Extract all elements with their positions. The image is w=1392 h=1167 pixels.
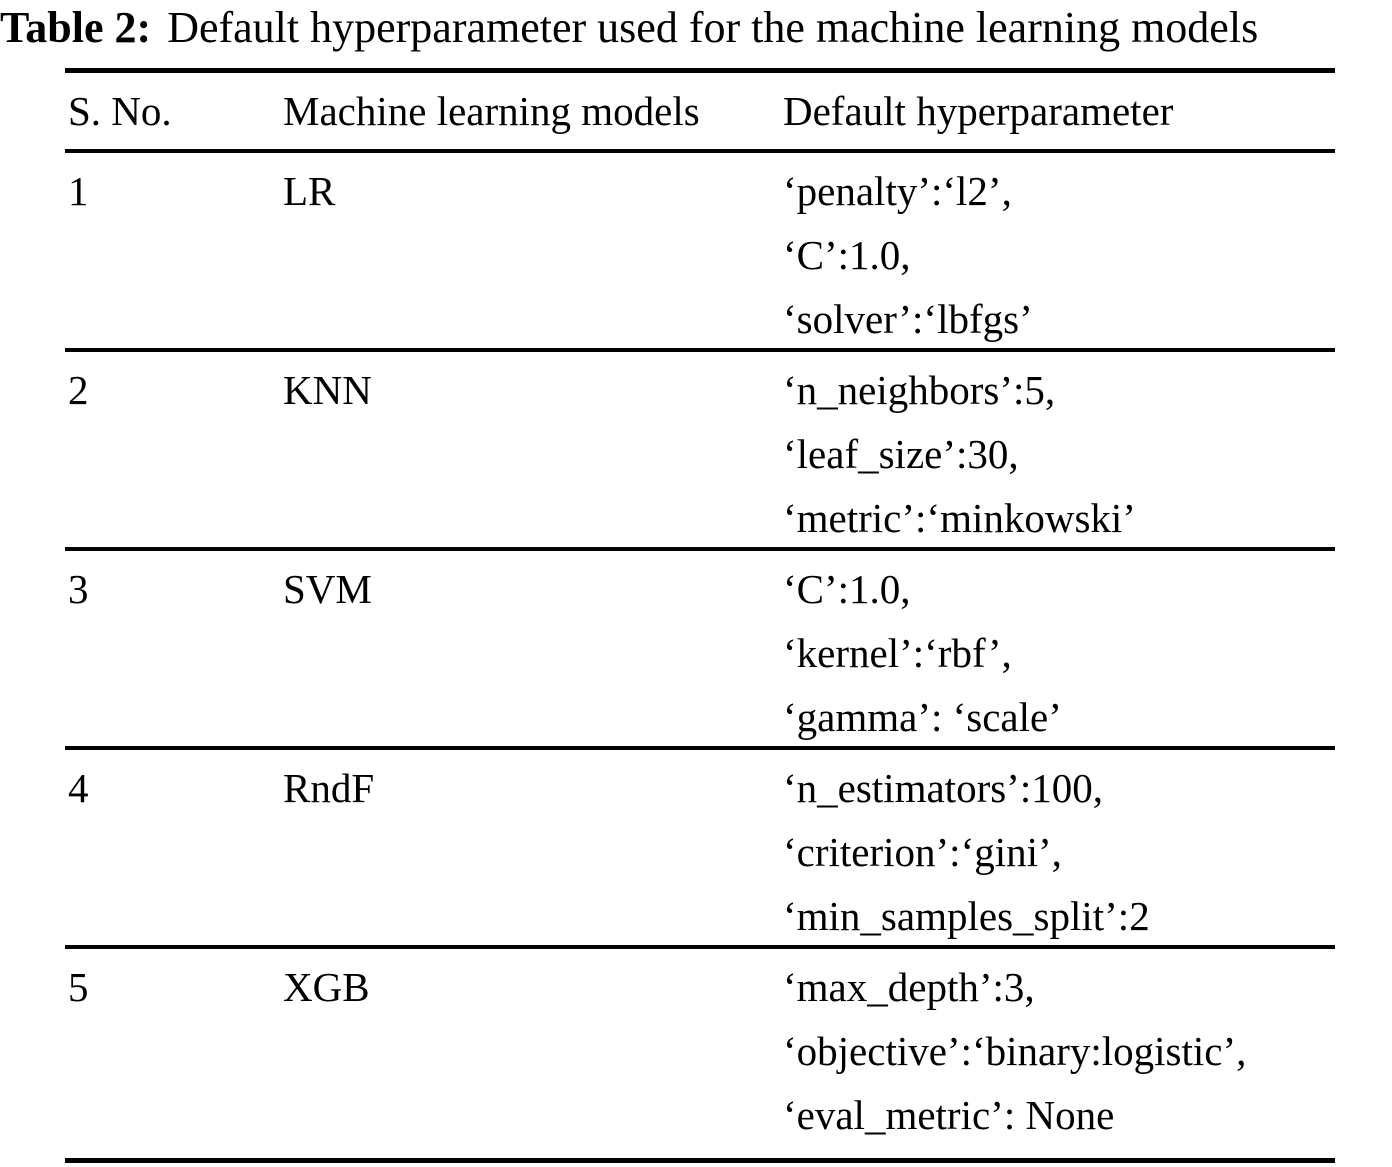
sno-cell: 2 <box>68 367 89 413</box>
param-line: ‘metric’:‘minkowski’ <box>783 495 1136 541</box>
param-line: ‘C’:1.0, <box>783 232 911 278</box>
table-row: 2 KNN ‘n_neighbors’:5, ‘leaf_size’:30, ‘… <box>65 352 1335 551</box>
table-row: 3 SVM ‘C’:1.0, ‘kernel’:‘rbf’, ‘gamma’: … <box>65 551 1335 750</box>
param-line: ‘min_samples_split’:2 <box>783 893 1150 939</box>
model-cell: LR <box>283 168 336 214</box>
model-cell: XGB <box>283 964 370 1010</box>
params-cell: ‘n_estimators’:100, ‘criterion’:‘gini’, … <box>780 750 1335 948</box>
table-caption-text: Default hyperparameter used for the mach… <box>167 3 1259 52</box>
params-cell: ‘max_depth’:3, ‘objective’:‘binary:logis… <box>780 949 1335 1158</box>
param-line: ‘gamma’: ‘scale’ <box>783 694 1062 740</box>
sno-cell: 4 <box>68 765 89 811</box>
model-cell: SVM <box>283 566 372 612</box>
param-line: ‘eval_metric’: None <box>783 1092 1115 1138</box>
header-sno: S. No. <box>68 88 172 134</box>
model-cell: KNN <box>283 367 372 413</box>
params-cell: ‘n_neighbors’:5, ‘leaf_size’:30, ‘metric… <box>780 352 1335 550</box>
model-cell: RndF <box>283 765 375 811</box>
param-line: ‘kernel’:‘rbf’, <box>783 630 1012 676</box>
table-row: 1 LR ‘penalty’:‘l2’, ‘C’:1.0, ‘solver’:‘… <box>65 153 1335 352</box>
params-cell: ‘penalty’:‘l2’, ‘C’:1.0, ‘solver’:‘lbfgs… <box>780 153 1335 351</box>
param-line: ‘penalty’:‘l2’, <box>783 168 1012 214</box>
sno-cell: 5 <box>68 964 89 1010</box>
table-caption-label: Table 2: <box>0 3 152 52</box>
table-caption: Table 2: Default hyperparameter used for … <box>0 2 1392 54</box>
param-line: ‘C’:1.0, <box>783 566 911 612</box>
param-line: ‘criterion’:‘gini’, <box>783 829 1062 875</box>
param-line: ‘max_depth’:3, <box>783 964 1035 1010</box>
header-hyperparameter: Default hyperparameter <box>783 88 1174 134</box>
header-model: Machine learning models <box>283 88 700 134</box>
sno-cell: 3 <box>68 566 89 612</box>
param-line: ‘objective’:‘binary:logistic’, <box>783 1028 1247 1074</box>
param-line: ‘solver’:‘lbfgs’ <box>783 296 1033 342</box>
table-row: 5 XGB ‘max_depth’:3, ‘objective’:‘binary… <box>65 949 1335 1158</box>
params-cell: ‘C’:1.0, ‘kernel’:‘rbf’, ‘gamma’: ‘scale… <box>780 551 1335 749</box>
hyperparameter-table: S. No. Machine learning models Default h… <box>65 68 1335 1163</box>
table-header-row: S. No. Machine learning models Default h… <box>65 73 1335 153</box>
table-row: 4 RndF ‘n_estimators’:100, ‘criterion’:‘… <box>65 750 1335 949</box>
param-line: ‘leaf_size’:30, <box>783 431 1019 477</box>
param-line: ‘n_neighbors’:5, <box>783 367 1056 413</box>
param-line: ‘n_estimators’:100, <box>783 765 1103 811</box>
sno-cell: 1 <box>68 168 89 214</box>
